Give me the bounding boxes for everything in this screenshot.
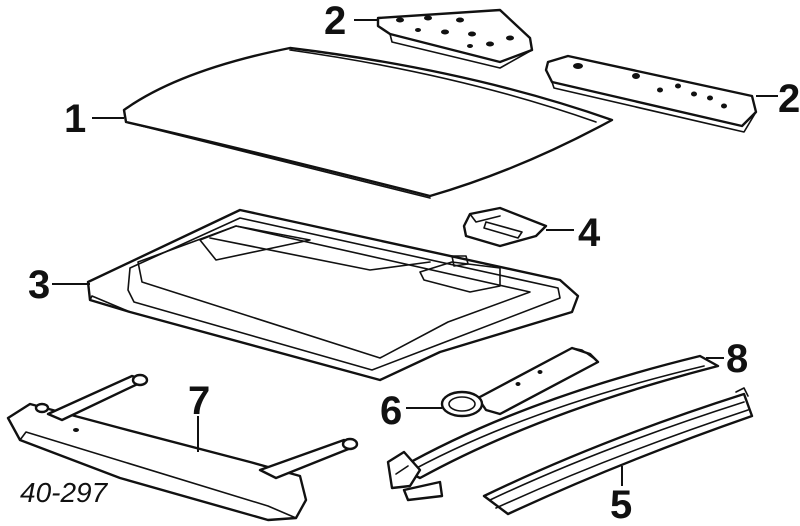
callout-2-top: 2 [324, 0, 346, 43]
sunroof-frame [86, 208, 580, 382]
callout-4: 4 [578, 211, 601, 255]
bracket [462, 206, 548, 248]
callout-7: 7 [188, 379, 210, 423]
side-rail-inner [386, 354, 720, 502]
callout-6: 6 [380, 389, 402, 433]
callout-1: 1 [64, 97, 86, 141]
callout-3: 3 [28, 263, 50, 307]
callout-8: 8 [726, 337, 748, 381]
roof-panel [122, 46, 614, 199]
reinforcement-plate-top [376, 8, 534, 69]
side-rail-outer [482, 387, 754, 516]
drain-tube [440, 346, 600, 418]
callout-2-right: 2 [778, 77, 800, 121]
reinforcement-bar-right [544, 54, 758, 133]
reference-code: 40-297 [20, 477, 109, 508]
cross-rail-assembly [6, 373, 359, 522]
callout-5: 5 [610, 483, 632, 526]
